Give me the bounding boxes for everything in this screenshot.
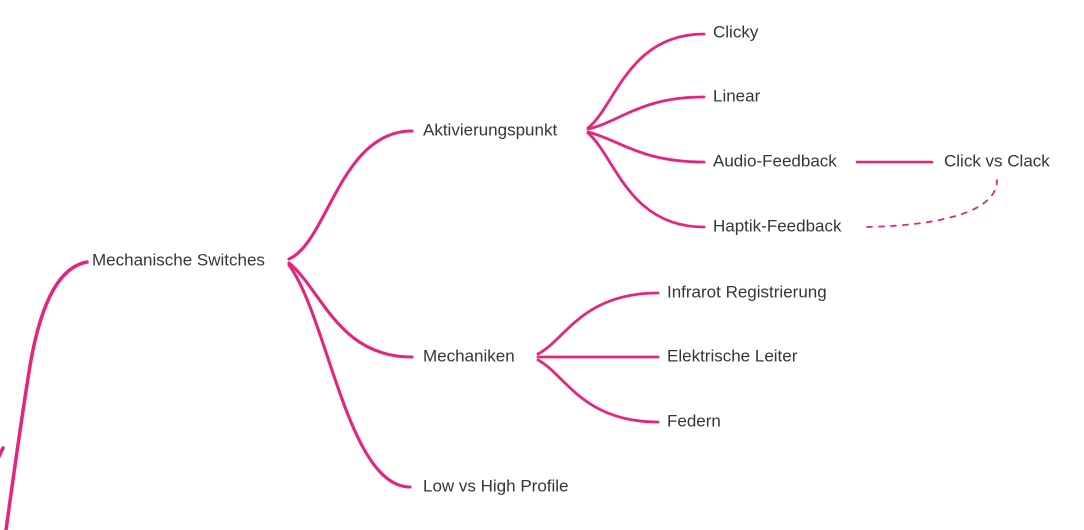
node-haptik-feedback[interactable]: Haptik-Feedback [713,216,842,236]
node-linear[interactable]: Linear [713,86,761,106]
cross-link-haptik-to-click-vs-clack [866,179,998,228]
branch-root-low-vs-high-profile [287,263,412,489]
branch-root-mechaniken [287,261,414,359]
node-elektrische-leiter[interactable]: Elektrische Leiter [667,346,798,366]
node-low-vs-high-profile[interactable]: Low vs High Profile [423,476,569,496]
branch-mechaniken-infrarot-registrierung [536,291,660,356]
branch-mechaniken-federn [536,358,660,424]
node-federn[interactable]: Federn [667,411,721,431]
offscreen-branch-fragment [0,446,5,459]
node-click-vs-clack[interactable]: Click vs Clack [944,151,1050,171]
trunk-to-offscreen-parent [4,260,89,530]
node-mechaniken[interactable]: Mechaniken [423,346,515,366]
branch-aktivierungspunkt-clicky [586,32,706,130]
node-audio-feedback[interactable]: Audio-Feedback [713,151,837,171]
node-clicky[interactable]: Clicky [713,22,759,42]
node-aktivierungspunkt[interactable]: Aktivierungspunkt [423,120,558,140]
branch-aktivierungspunkt-linear [586,95,706,131]
branch-root-aktivierungspunkt [287,129,414,261]
branch-aktivierungspunkt-haptik-feedback [586,131,706,229]
node-infrarot-registrierung[interactable]: Infrarot Registrierung [667,282,827,302]
branch-aktivierungspunkt-audio-feedback [586,130,706,164]
node-mechanische-switches[interactable]: Mechanische Switches [92,250,265,270]
